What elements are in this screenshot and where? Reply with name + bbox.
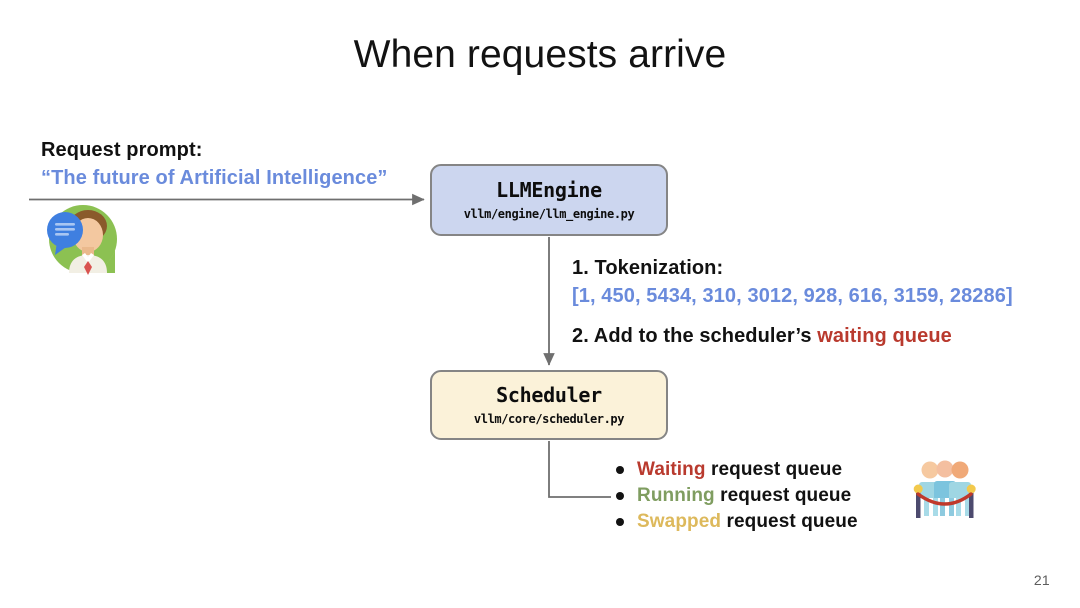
queue-suffix-running: request queue [714, 485, 852, 506]
queue-name-running: Running [637, 485, 715, 506]
step-2-prefix: 2. Add to the scheduler’s [572, 325, 818, 347]
people-in-queue-icon [910, 458, 980, 520]
request-prompt-label: Request prompt: [41, 139, 203, 161]
queue-suffix-swapped: request queue [721, 511, 858, 532]
flow-box-scheduler-title: Scheduler [496, 383, 602, 408]
request-prompt-block: Request prompt: “The future of Artificia… [41, 138, 461, 191]
bullet-icon [616, 492, 624, 500]
step-2-label: 2. Add to the scheduler’s waiting queue [572, 323, 1052, 350]
queue-list: Waiting request queue Running request qu… [615, 457, 915, 535]
page-number: 21 [1033, 572, 1050, 588]
flow-box-llmengine[interactable]: LLMEngine vllm/engine/llm_engine.py [430, 164, 668, 236]
step-2-keyword: waiting queue [817, 325, 952, 347]
flow-box-scheduler-path: vllm/core/scheduler.py [473, 412, 625, 427]
list-item: Waiting request queue [615, 457, 915, 483]
bullet-icon [616, 466, 624, 474]
flow-box-scheduler[interactable]: Scheduler vllm/core/scheduler.py [430, 370, 668, 440]
step-1-token-list: [1, 450, 5434, 310, 3012, 928, 616, 3159… [572, 285, 1013, 307]
step-1-label: 1. Tokenization: [572, 257, 724, 279]
queue-name-waiting: Waiting [637, 459, 706, 480]
steps-block: 1. Tokenization: [1, 450, 5434, 310, 301… [572, 255, 1052, 350]
flow-box-llmengine-path: vllm/engine/llm_engine.py [463, 207, 635, 222]
person-with-speech-bubble-icon [41, 197, 121, 277]
list-item: Swapped request queue [615, 509, 915, 535]
elbow-scheduler-to-queues [548, 441, 611, 498]
queue-name-swapped: Swapped [637, 511, 722, 532]
bullet-icon [616, 518, 624, 526]
flow-box-llmengine-title: LLMEngine [496, 178, 602, 203]
request-prompt-value: “The future of Artificial Intelligence” [41, 166, 388, 189]
page-title: When requests arrive [353, 33, 727, 76]
queue-suffix-waiting: request queue [705, 459, 843, 480]
list-item: Running request queue [615, 483, 915, 509]
